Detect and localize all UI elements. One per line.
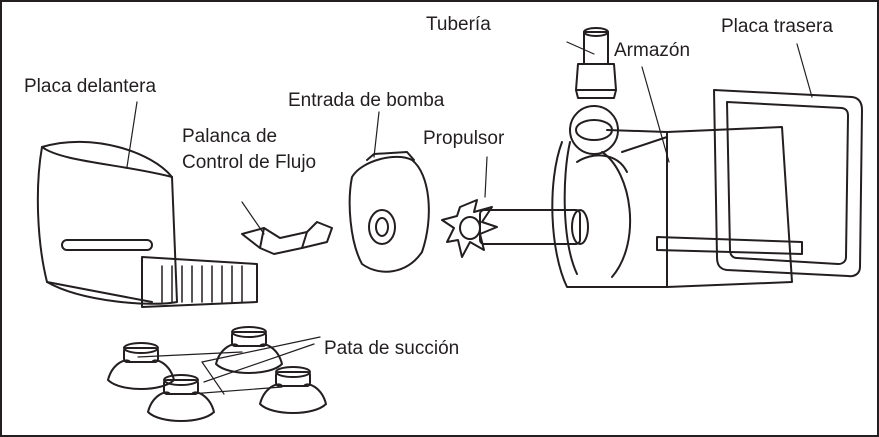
label-entrada-bomba: Entrada de bomba <box>288 90 445 111</box>
label-palanca-line2: Control de Flujo <box>182 152 317 173</box>
suction-foot <box>259 366 327 414</box>
leader-lines <box>126 41 813 395</box>
suction-feet <box>107 326 327 422</box>
label-propulsor: Propulsor <box>423 128 505 149</box>
suction-foot <box>107 342 175 390</box>
label-placa-delantera: Placa delantera <box>24 76 157 97</box>
pump-inlet <box>348 151 430 273</box>
label-tuberia: Tubería <box>426 14 491 35</box>
back-plate <box>713 89 863 278</box>
pump-housing <box>551 105 803 288</box>
suction-foot <box>215 326 283 374</box>
label-palanca-line1: Palanca de <box>182 126 278 147</box>
label-placa-trasera: Placa trasera <box>721 16 833 37</box>
flow-lever <box>241 221 333 255</box>
suction-foot <box>147 374 215 422</box>
front-plate <box>36 140 258 308</box>
label-armazon: Armazón <box>614 40 691 61</box>
impeller <box>441 199 589 258</box>
tube-fitting <box>575 27 617 99</box>
label-pata-succion: Pata de succión <box>324 338 460 359</box>
